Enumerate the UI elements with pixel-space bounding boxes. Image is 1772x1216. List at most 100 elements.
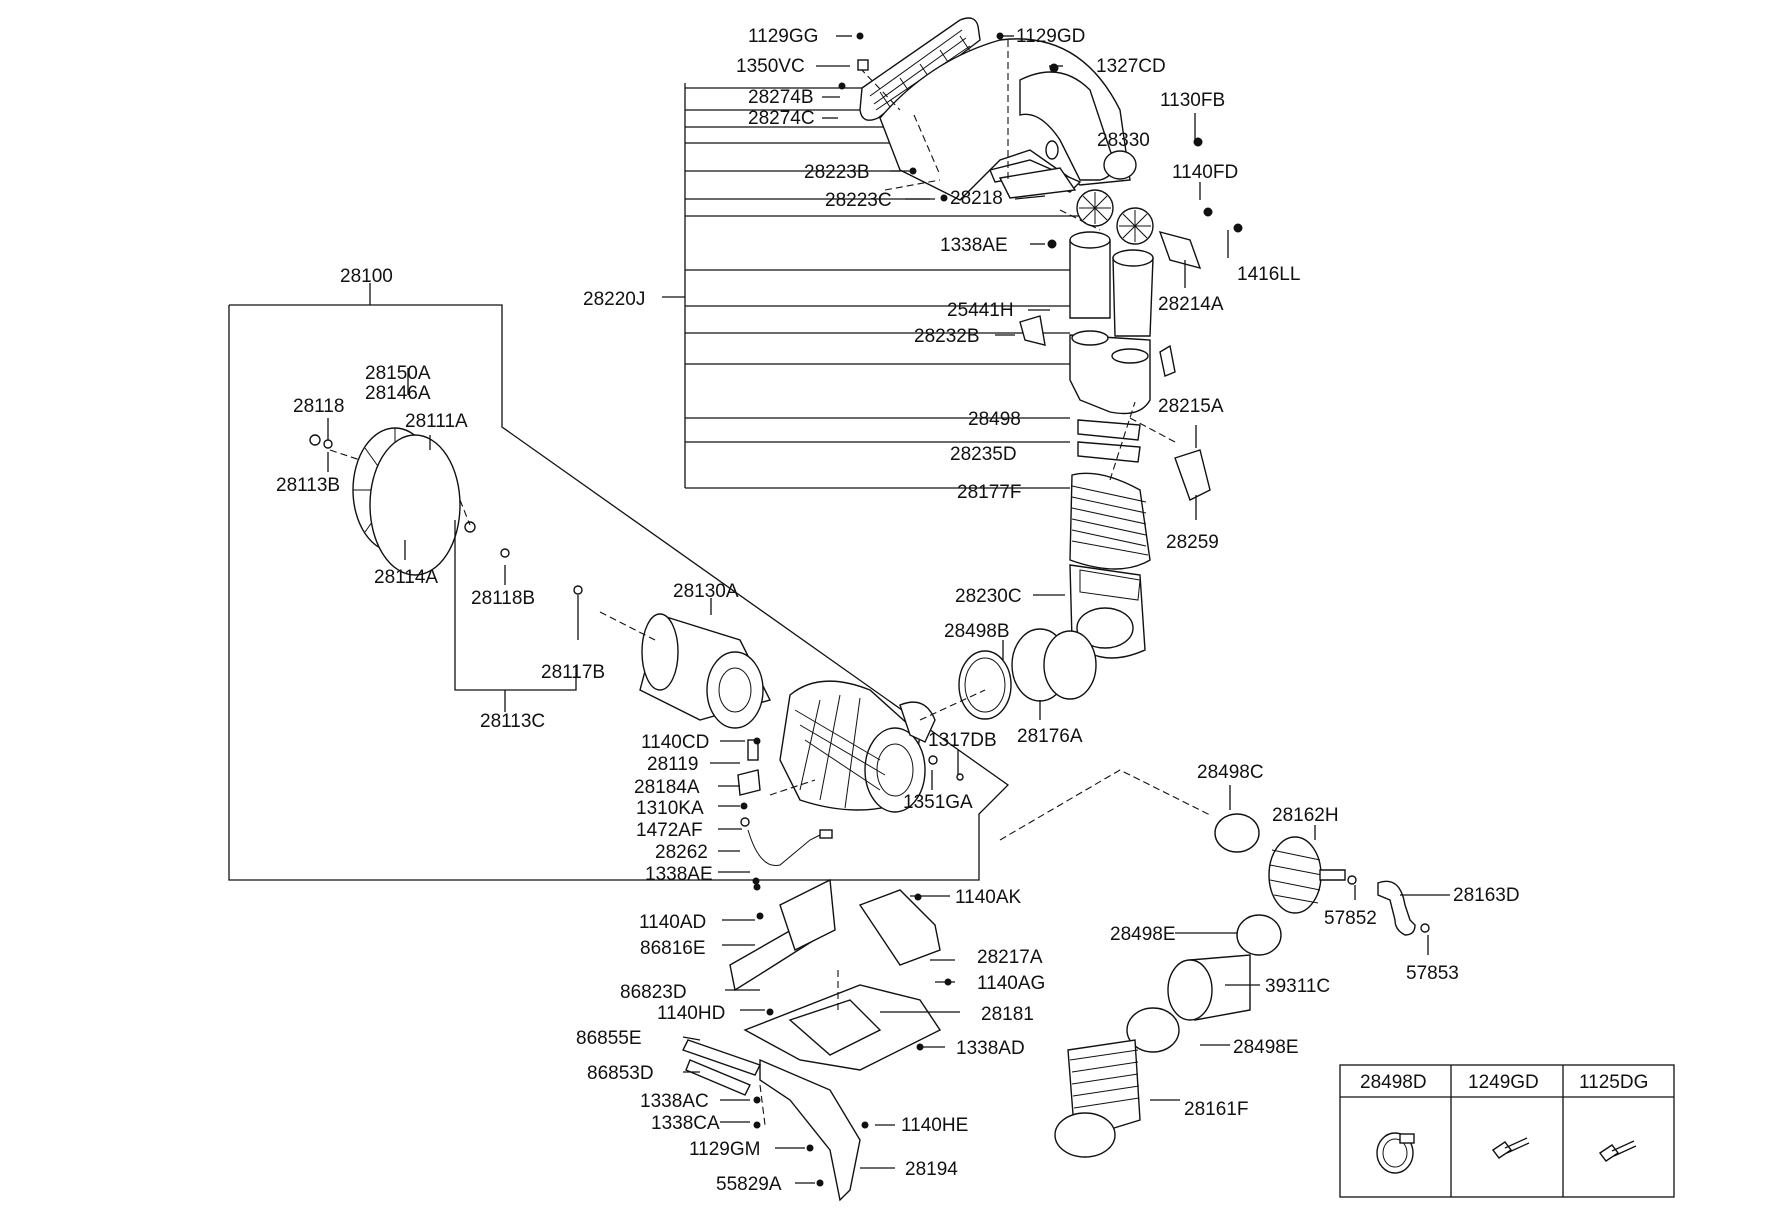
label-25441h: 25441H [947, 300, 1014, 321]
label-86855e: 86855E [576, 1028, 642, 1049]
label-1338ca: 1338CA [651, 1113, 720, 1134]
label-1338ae-bottom: 1338AE [645, 864, 713, 885]
label-1140he: 1140HE [901, 1115, 968, 1136]
label-1416ll: 1416LL [1237, 264, 1300, 285]
label-28232b: 28232B [914, 326, 980, 347]
label-28498c: 28498C [1197, 762, 1264, 783]
fasteners [753, 32, 1243, 1187]
label-28150a: 28150A [365, 363, 431, 384]
label-28262: 28262 [655, 842, 708, 863]
label-86823d: 86823D [620, 982, 687, 1003]
label-28330: 28330 [1097, 130, 1150, 151]
lower-hoses [1054, 813, 1430, 1158]
label-55829a: 55829A [716, 1174, 782, 1195]
label-28181: 28181 [981, 1004, 1034, 1025]
fan-cover-28150a [352, 427, 461, 576]
label-28194: 28194 [905, 1159, 958, 1180]
label-28184a: 28184A [634, 777, 700, 798]
label-28274b: 28274B [748, 87, 814, 108]
label-28118: 28118 [293, 396, 344, 417]
assembly-frame-28100 [228, 283, 1010, 881]
air-filter-28130a [639, 613, 772, 729]
upper-duct-body [879, 38, 1137, 201]
hose-clamp-icon [1376, 1132, 1415, 1174]
label-1140hd: 1140HD [657, 1003, 725, 1024]
label-28498e-lower: 28498E [1233, 1037, 1299, 1058]
label-28146a: 28146A [365, 383, 431, 404]
label-28259: 28259 [1166, 532, 1219, 553]
label-28113c: 28113C [480, 711, 545, 732]
label-28498b: 28498B [944, 621, 1010, 642]
label-1310ka: 1310KA [636, 798, 704, 819]
label-1327cd: 1327CD [1096, 56, 1166, 77]
label-1129gg: 1129GG [748, 26, 818, 47]
label-1140cd: 1140CD [641, 732, 709, 753]
label-28161f: 28161F [1184, 1099, 1248, 1120]
leader-lines [327, 35, 1450, 1184]
label-28498: 28498 [968, 409, 1021, 430]
label-39311c: 39311C [1265, 976, 1330, 997]
label-28498e-upper: 28498E [1110, 924, 1176, 945]
legend-table: 28498D 1249GD 1125DG [1339, 1064, 1675, 1198]
label-1338ad: 1338AD [956, 1038, 1025, 1059]
label-28111a: 28111A [405, 411, 468, 432]
label-28230c: 28230C [955, 586, 1022, 607]
label-28220j: 28220J [583, 289, 645, 310]
label-1338ae-top: 1338AE [940, 235, 1008, 256]
coupler-28176a [958, 628, 1097, 720]
legend-header-1125dg: 1125DG [1579, 1072, 1648, 1093]
legend-header-28498d: 28498D [1360, 1072, 1427, 1093]
label-28215a: 28215A [1158, 396, 1224, 417]
label-57852: 57852 [1324, 908, 1377, 929]
label-28218: 28218 [950, 188, 1003, 209]
label-28163d: 28163D [1453, 885, 1520, 906]
label-28177f: 28177F [957, 482, 1021, 503]
label-1140fd: 1140FD [1172, 162, 1238, 183]
small-parts-left [309, 434, 583, 595]
label-28176a: 28176A [1017, 726, 1083, 747]
label-28235d: 28235D [950, 444, 1017, 465]
label-28217a: 28217A [977, 947, 1043, 968]
side-brackets [998, 167, 1211, 501]
sensor-parts [737, 739, 964, 885]
group-bracket-28220j [662, 83, 1080, 489]
legend-header-1249gd: 1249GD [1468, 1072, 1539, 1093]
dashed-connectors [329, 40, 1211, 1126]
label-86853d: 86853D [587, 1063, 654, 1084]
label-1472af: 1472AF [636, 820, 703, 841]
flange-bolt-icon [1598, 1140, 1637, 1162]
air-cleaner-housing [779, 680, 936, 813]
part-labels: 28100 28220J 1129GG 1350VC 28274B 28274C… [276, 26, 1520, 1195]
label-28214a: 28214A [1158, 294, 1224, 315]
label-28119: 28119 [647, 754, 698, 775]
label-28274c: 28274C [748, 108, 815, 129]
label-1140ad: 1140AD [639, 912, 706, 933]
label-1129gm: 1129GM [689, 1139, 760, 1160]
label-28223b: 28223B [804, 162, 870, 183]
label-1130fb: 1130FB [1160, 90, 1225, 111]
resonator-fans [1076, 189, 1154, 245]
label-57853: 57853 [1406, 963, 1459, 984]
label-28223c: 28223C [825, 190, 892, 211]
label-28117b: 28117B [541, 662, 605, 683]
flange-bolt-icon [1491, 1137, 1530, 1159]
snorkel-tubes [1069, 231, 1154, 463]
bellows-and-adapter [1069, 472, 1151, 659]
mounting-tray [682, 878, 942, 1202]
label-1129gd: 1129GD [1016, 26, 1085, 47]
label-28118b: 28118B [471, 588, 535, 609]
label-1140ak: 1140AK [955, 887, 1022, 908]
label-1338ac: 1338AC [640, 1091, 709, 1112]
label-28162h: 28162H [1272, 805, 1339, 826]
label-1351ga: 1351GA [903, 792, 973, 813]
label-28114a: 28114A [374, 567, 438, 588]
label-1140ag: 1140AG [977, 973, 1045, 994]
label-86816e: 86816E [640, 938, 706, 959]
label-28130a: 28130A [673, 581, 739, 602]
label-1350vc: 1350VC [736, 56, 805, 77]
label-1317db: 1317DB [928, 730, 997, 751]
label-28100: 28100 [340, 266, 393, 287]
label-28113b: 28113B [276, 475, 340, 496]
